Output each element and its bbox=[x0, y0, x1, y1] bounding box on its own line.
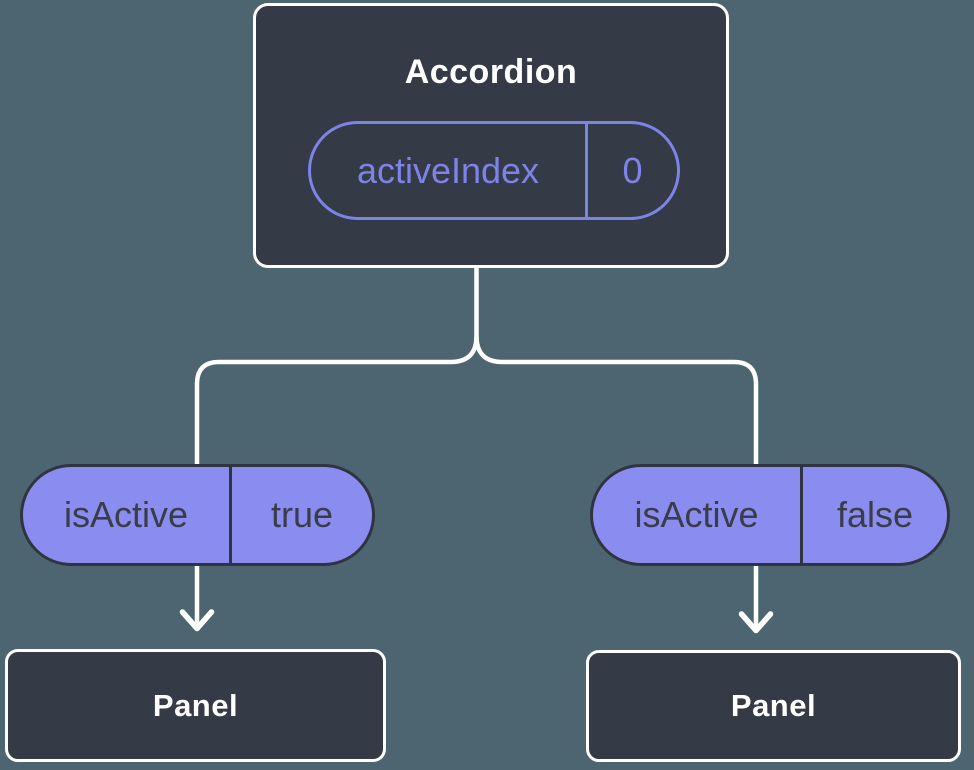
state-value-label: true bbox=[270, 494, 334, 535]
active-index-prop-pill: activeIndex 0 bbox=[308, 121, 680, 220]
connector-branch-right bbox=[474, 335, 759, 628]
panel-node-title: Panel bbox=[730, 688, 817, 723]
panel-node-right: Panel bbox=[586, 650, 961, 762]
state-name-label: isActive bbox=[593, 467, 803, 563]
panel-node-left: Panel bbox=[5, 649, 386, 762]
arrow-down-icon bbox=[738, 611, 774, 634]
is-active-false-pill: isActive false bbox=[590, 464, 950, 566]
state-value-label: false bbox=[836, 494, 914, 535]
arrow-down-icon bbox=[179, 609, 215, 632]
prop-name-label: activeIndex bbox=[311, 124, 588, 217]
panel-node-title: Panel bbox=[152, 687, 239, 723]
accordion-node-title: Accordion bbox=[404, 53, 578, 91]
connector-branch-left bbox=[194, 268, 479, 626]
prop-value-label: 0 bbox=[622, 149, 643, 191]
accordion-node: Accordion activeIndex 0 bbox=[253, 3, 729, 268]
is-active-true-pill: isActive true bbox=[20, 464, 375, 566]
state-name-label: isActive bbox=[23, 467, 232, 563]
